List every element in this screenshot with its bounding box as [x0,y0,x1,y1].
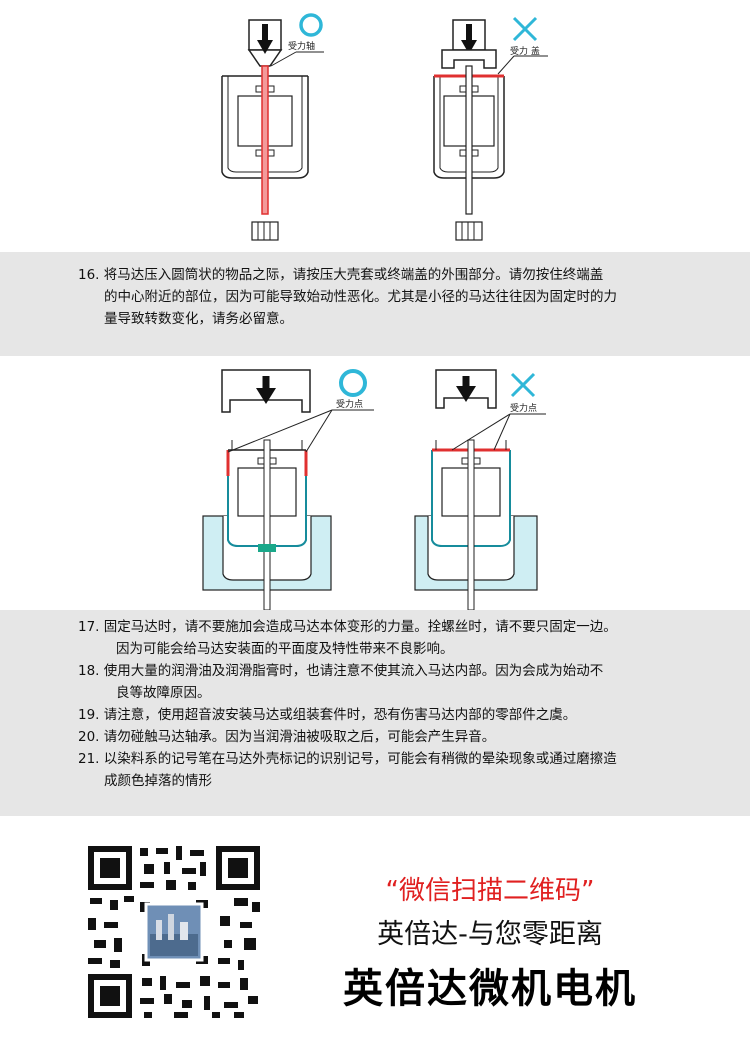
note-19: 19. 请注意，使用超音波安装马达或组装套件时，恐有伤害马达内部的零部件之虞。 [78,707,577,723]
note-16: 16. 将马达压入圆筒状的物品之际，请按压大壳套或终端盖的外围部分。请勿按住终端… [78,264,718,330]
note-21-line-1: 21. 以染料系的记号笔在马达外壳标记的识别记号，可能会有稍微的晕染现象或通过磨… [78,751,617,767]
assembly-left-good [202,369,374,611]
bad-cross-icon-2 [510,372,536,398]
diagram-1-svg: 受力轴 受力 盖 [221,13,548,241]
note-16-line-1: 16. 将马达压入圆筒状的物品之际，请按压大壳套或终端盖的外围部分。请勿按住终端… [78,267,604,283]
good-circle-icon-2 [339,369,367,397]
note-16-line-3: 量导致转数变化，请务必留意。 [104,311,293,327]
footer: “微信扫描二维码” 英倍达-与您零距离 英倍达微机电机 [0,816,750,1047]
note-18-line-2: 良等故障原因。 [116,685,211,701]
note-17-line-1: 17. 固定马达时，请不要施加会造成马达本体变形的力量。拴螺丝时，请不要只固定一… [78,619,617,635]
note-20: 20. 请勿碰触马达轴承。因为当润滑油被吸取之后，可能会产生异音。 [78,729,496,745]
label-cap-force: 受力 盖 [510,45,540,57]
note-17-line-2: 因为可能会给马达安装面的平面度及特性带来不良影响。 [116,641,454,657]
diagram-2-svg: 受力点 受力点 [202,369,546,611]
note-16-line-2: 的中心附近的部位，因为可能导致始动性恶化。尤其是小径的马达往往因为固定时的力 [104,289,617,305]
label-force-point-good: 受力点 [336,398,363,410]
label-shaft-force: 受力轴 [288,40,315,52]
note-21-line-2: 成颜色掉落的情形 [104,773,212,789]
assembly-right-bad [414,369,546,611]
bad-cross-icon [512,16,538,42]
footer-brand: 英倍达微机电机 [343,966,637,1012]
diagram-shaft-vs-cap: 受力轴 受力 盖 [0,0,750,252]
diagram-force-points: 受力点 受力点 [0,356,750,611]
motor-right-bad [433,19,548,241]
notes-list: 17. 固定马达时，请不要施加会造成马达本体变形的力量。拴螺丝时，请不要只固定一… [78,616,728,792]
qr-code[interactable] [84,842,264,1022]
note-16-band: 16. 将马达压入圆筒状的物品之际，请按压大壳套或终端盖的外围部分。请勿按住终端… [0,252,750,356]
motor-left-good [221,19,324,241]
note-18-line-1: 18. 使用大量的润滑油及润滑脂膏时，也请注意不使其流入马达内部。因为会成为始动… [78,663,604,679]
good-circle-icon [299,13,323,37]
footer-scan-prompt: “微信扫描二维码” [385,876,595,906]
label-force-point-bad: 受力点 [510,402,537,414]
footer-slogan: 英倍达-与您零距离 [377,919,603,950]
notes-17-21-band: 17. 固定马达时，请不要施加会造成马达本体变形的力量。拴螺丝时，请不要只固定一… [0,610,750,816]
